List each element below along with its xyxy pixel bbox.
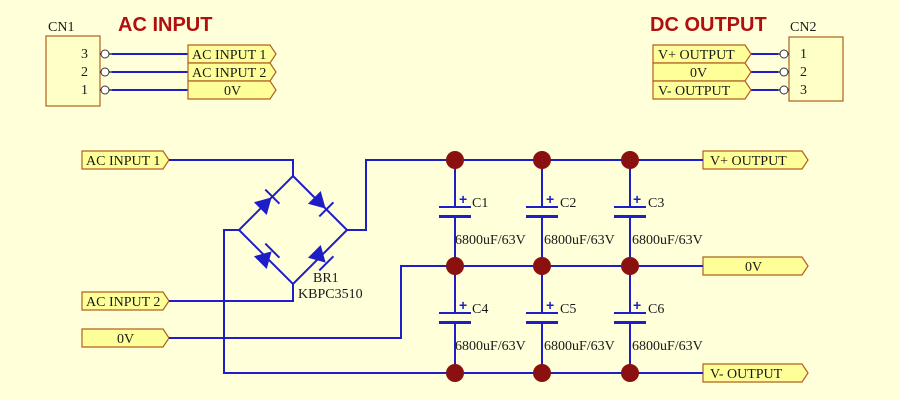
junction-vminus-c6 [621, 364, 639, 382]
c6-ref: C6 [648, 302, 664, 317]
junction-vminus-c5 [533, 364, 551, 382]
cn2-pin-2-number: 2 [800, 65, 807, 80]
junction-vplus-c2 [533, 151, 551, 169]
cn2-body [788, 36, 844, 102]
cn2-pin-1-terminal [779, 49, 789, 59]
junction-vplus-c3 [621, 151, 639, 169]
cn2-connector[interactable]: CN2 1 2 3 V+ OUTPUT 0V V- OUTPUT [652, 20, 844, 102]
cn2-flag-0v[interactable] [652, 62, 752, 82]
c2-polarity-icon: + [546, 191, 554, 207]
c1-value: 6800uF/63V [455, 233, 526, 248]
cn1-ref: CN1 [48, 20, 74, 35]
flag-0v-in-label: 0V [117, 332, 134, 347]
flag-ac-input-1-label: AC INPUT 1 [86, 154, 160, 169]
cn1-flag-0v-label: 0V [224, 84, 241, 99]
junction-0v-c2 [533, 257, 551, 275]
cn2-flag-v-plus[interactable] [652, 44, 752, 64]
flag-v-minus-out[interactable] [702, 363, 809, 383]
c6-polarity-icon: + [633, 297, 641, 313]
flag-ac-input-1[interactable] [81, 150, 170, 170]
cn2-pin-3-terminal [779, 85, 789, 95]
c5-polarity-icon: + [546, 297, 554, 313]
capacitor-c4[interactable]: + C4 6800uF/63V [439, 297, 526, 354]
cn1-flag-0v[interactable] [187, 80, 277, 100]
cn1-body [45, 35, 101, 107]
capacitor-c1[interactable]: + C1 6800uF/63V [439, 191, 526, 248]
diode-d2-icon [307, 190, 335, 218]
cn2-pin-1-number: 1 [800, 47, 807, 62]
junction-0v-c3 [621, 257, 639, 275]
cn1-flag-ac-input-1-label: AC INPUT 1 [192, 48, 266, 63]
cn1-pin-1-number: 1 [81, 83, 88, 98]
c4-ref: C4 [472, 302, 488, 317]
cn1-flag-ac-input-2[interactable] [187, 62, 277, 82]
c5-value: 6800uF/63V [544, 339, 615, 354]
c1-polarity-icon: + [459, 191, 467, 207]
c4-polarity-icon: + [459, 297, 467, 313]
cn2-pin-2-terminal [779, 67, 789, 77]
capacitor-c6[interactable]: + C6 6800uF/63V [614, 297, 703, 354]
capacitor-c2[interactable]: + C2 6800uF/63V [526, 191, 615, 248]
cn1-flag-ac-input-1[interactable] [187, 44, 277, 64]
cn2-pin-3-number: 3 [800, 83, 807, 98]
c4-value: 6800uF/63V [455, 339, 526, 354]
junction-vplus-c1 [446, 151, 464, 169]
cn1-pin-2-number: 2 [81, 65, 88, 80]
cn2-flag-v-minus-label: V- OUTPUT [658, 84, 731, 99]
junctions [446, 151, 639, 382]
ac-input-title: AC INPUT [118, 14, 212, 36]
cn1-pin-3-terminal [100, 49, 110, 59]
cn1-flag-ac-input-2-label: AC INPUT 2 [192, 66, 266, 81]
cn2-flag-v-minus[interactable] [652, 80, 752, 100]
diode-d1-icon [253, 188, 281, 216]
capacitor-c5[interactable]: + C5 6800uF/63V [526, 297, 615, 354]
c3-value: 6800uF/63V [632, 233, 703, 248]
flag-ac-input-2[interactable] [81, 291, 170, 311]
cn1-pin-2-terminal [100, 67, 110, 77]
diode-d3-icon [253, 242, 281, 270]
flag-v-plus-out-label: V+ OUTPUT [710, 154, 787, 169]
cn2-ref: CN2 [790, 20, 816, 35]
flag-ac-input-2-label: AC INPUT 2 [86, 295, 160, 310]
cn2-flag-v-plus-label: V+ OUTPUT [658, 48, 735, 63]
junction-vminus-c4 [446, 364, 464, 382]
c5-ref: C5 [560, 302, 576, 317]
capacitor-c3[interactable]: + C3 6800uF/63V [614, 191, 703, 248]
flag-v-minus-out-label: V- OUTPUT [710, 367, 783, 382]
diode-d4-icon [307, 244, 335, 272]
cn1-pin-1-terminal [100, 85, 110, 95]
junction-0v-c1 [446, 257, 464, 275]
bridge-rectifier[interactable]: BR1 KBPC3510 [253, 188, 363, 302]
bridge-value: KBPC3510 [298, 287, 363, 302]
flag-0v-out[interactable] [702, 256, 809, 276]
c3-ref: C3 [648, 196, 664, 211]
bridge-ref: BR1 [313, 271, 339, 286]
c2-ref: C2 [560, 196, 576, 211]
cn1-pin-3-number: 3 [81, 47, 88, 62]
cn1-connector[interactable]: CN1 3 2 1 AC INPUT 1 AC INPUT 2 0V [45, 20, 277, 107]
flag-v-plus-out[interactable] [702, 150, 809, 170]
c1-ref: C1 [472, 196, 488, 211]
flag-0v-out-label: 0V [745, 260, 762, 275]
dc-output-title: DC OUTPUT [650, 14, 767, 36]
flag-0v-in[interactable] [81, 328, 170, 348]
cn2-flag-0v-label: 0V [690, 66, 707, 81]
c2-value: 6800uF/63V [544, 233, 615, 248]
c3-polarity-icon: + [633, 191, 641, 207]
c6-value: 6800uF/63V [632, 339, 703, 354]
